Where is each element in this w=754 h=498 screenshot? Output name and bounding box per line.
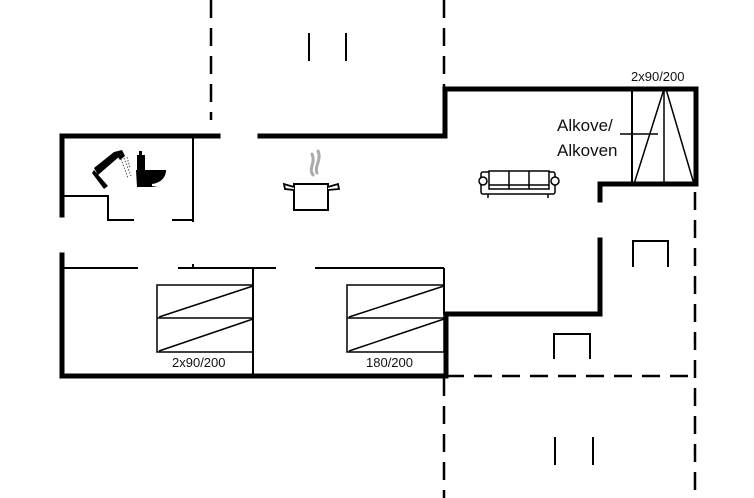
cooking-pot-icon <box>282 149 341 211</box>
bedroom2-bed-size-label: 180/200 <box>366 355 413 370</box>
bedroom2-bed-icon <box>346 284 445 353</box>
bedroom1-bed-size-label: 2x90/200 <box>172 355 226 370</box>
bedroom1-bed-icon <box>156 284 254 353</box>
dashed-outlines <box>209 0 697 498</box>
alcove-label-line2: Alkoven <box>557 141 618 160</box>
toilet-icon <box>136 151 166 187</box>
alcove-bed-icon <box>620 88 695 185</box>
alcove-bed-size-label: 2x90/200 <box>631 69 685 84</box>
alcove-label-line1: Alkove/ <box>557 116 613 135</box>
sofa-icon <box>478 170 560 198</box>
chair-markers <box>308 33 669 465</box>
shower-icon <box>92 150 132 189</box>
